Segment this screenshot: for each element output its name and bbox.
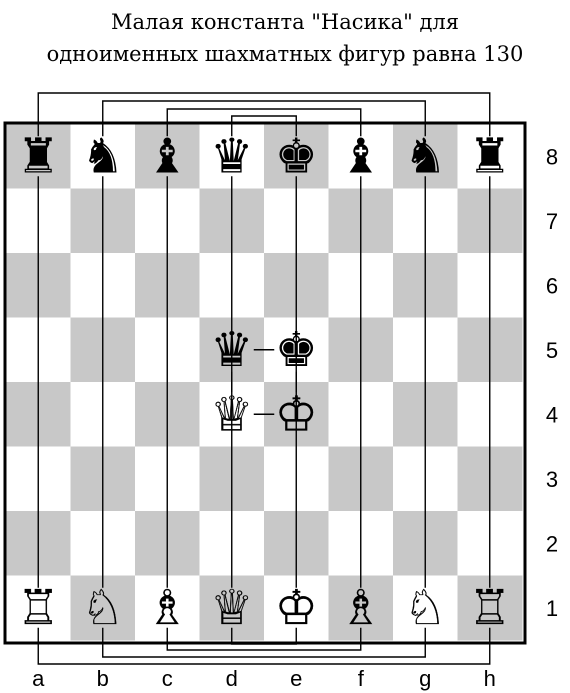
black-king-icon-e5: ♚	[275, 322, 318, 378]
white-bishop-icon-c1: ♗	[146, 580, 189, 636]
black-king-icon-e8: ♚	[275, 128, 318, 184]
rank-labels: 8 7 6 5 4 3 2 1	[546, 144, 558, 621]
black-knight-icon-b8: ♞	[81, 128, 124, 184]
file-labels: a b c d e f g h	[32, 666, 496, 691]
rank-label-3: 3	[546, 467, 558, 492]
black-bishop-icon-f8: ♝	[339, 128, 382, 184]
white-knight-icon-b1: ♘	[81, 580, 124, 636]
file-label-d: d	[226, 666, 238, 691]
rank-label-1: 1	[546, 596, 558, 621]
rank-label-8: 8	[546, 144, 558, 169]
rank-label-5: 5	[546, 338, 558, 363]
white-knight-icon-g1: ♘	[404, 580, 447, 636]
white-queen-icon-d4: ♕	[210, 386, 253, 442]
rank-label-6: 6	[546, 273, 558, 298]
black-rook-icon-h8: ♜	[468, 128, 511, 184]
black-knight-icon-g8: ♞	[404, 128, 447, 184]
file-label-a: a	[32, 666, 45, 691]
board-squares	[6, 124, 523, 641]
file-label-b: b	[97, 666, 109, 691]
white-rook-icon-h1: ♖	[468, 580, 511, 636]
black-rook-icon-a8: ♜	[17, 128, 60, 184]
rank-label-7: 7	[546, 209, 558, 234]
white-rook-icon-a1: ♖	[17, 580, 60, 636]
white-bishop-icon-f1: ♗	[339, 580, 382, 636]
rank-label-4: 4	[546, 402, 558, 427]
file-label-e: e	[290, 666, 302, 691]
file-label-c: c	[162, 666, 173, 691]
file-label-f: f	[358, 666, 365, 691]
file-label-g: g	[419, 666, 431, 691]
rank-label-2: 2	[546, 531, 558, 556]
white-king-icon-e4: ♔	[275, 386, 318, 442]
black-queen-icon-d8: ♛	[210, 128, 253, 184]
black-queen-icon-d5: ♛	[210, 322, 253, 378]
white-queen-icon-d1: ♕	[210, 580, 253, 636]
file-label-h: h	[484, 666, 496, 691]
black-bishop-icon-c8: ♝	[146, 128, 189, 184]
white-king-icon-e1: ♔	[275, 580, 318, 636]
